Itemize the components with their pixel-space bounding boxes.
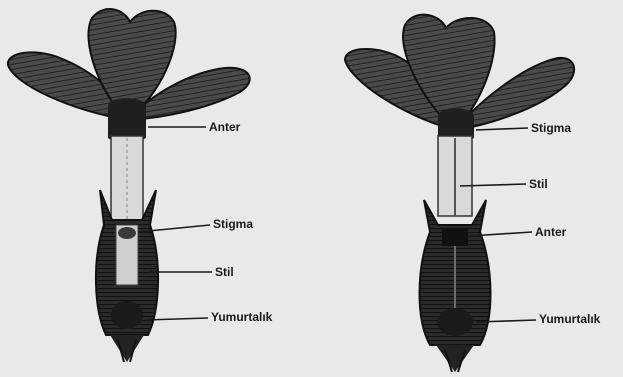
left-anther-cluster xyxy=(108,98,146,141)
right-ovary xyxy=(437,308,473,336)
label-left-stigma: Stigma xyxy=(213,217,253,231)
right-anthers xyxy=(442,228,468,246)
label-right-yumurtalik: Yumurtalık xyxy=(539,312,601,326)
label-left-stil: Stil xyxy=(215,265,234,279)
left-ovary xyxy=(111,301,143,329)
label-right-stigma: Stigma xyxy=(531,121,571,135)
label-right-anter: Anter xyxy=(535,225,567,239)
label-left-anter: Anter xyxy=(209,120,241,134)
label-left-yumurtalik: Yumurtalık xyxy=(211,310,273,324)
left-stigma xyxy=(118,227,136,239)
label-right-stil: Stil xyxy=(529,177,548,191)
